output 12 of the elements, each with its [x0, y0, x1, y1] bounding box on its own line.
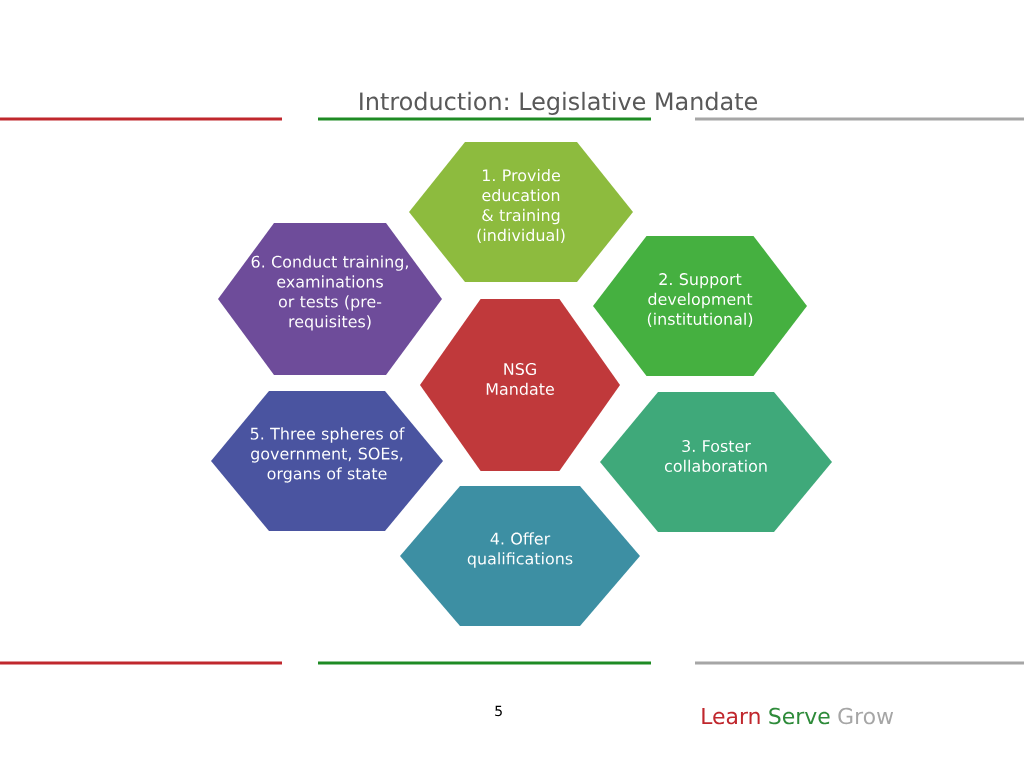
hexagon: 1. Provide education & training (individual) — [409, 142, 633, 282]
hexagon: 6. Conduct training, examinations or tests (pre-requisites) — [218, 223, 442, 375]
slogan-word: Serve — [769, 707, 830, 725]
hexagon: 4. Offer qualifications — [400, 486, 640, 626]
slogan-word: Learn — [702, 708, 760, 725]
hexagon: 2. Support development (institutional) — [593, 236, 807, 376]
slide-title: Introduction: Legislative Mandate — [360, 91, 757, 115]
hexagon: NSG Mandate — [420, 299, 620, 471]
hexagon: 3. Foster collaboration — [600, 392, 832, 532]
page-number: 5 — [495, 705, 502, 717]
hexagon: 5. Three spheres of government, SOEs, organs of state — [211, 391, 443, 531]
slogan-word: Grow — [838, 707, 894, 725]
